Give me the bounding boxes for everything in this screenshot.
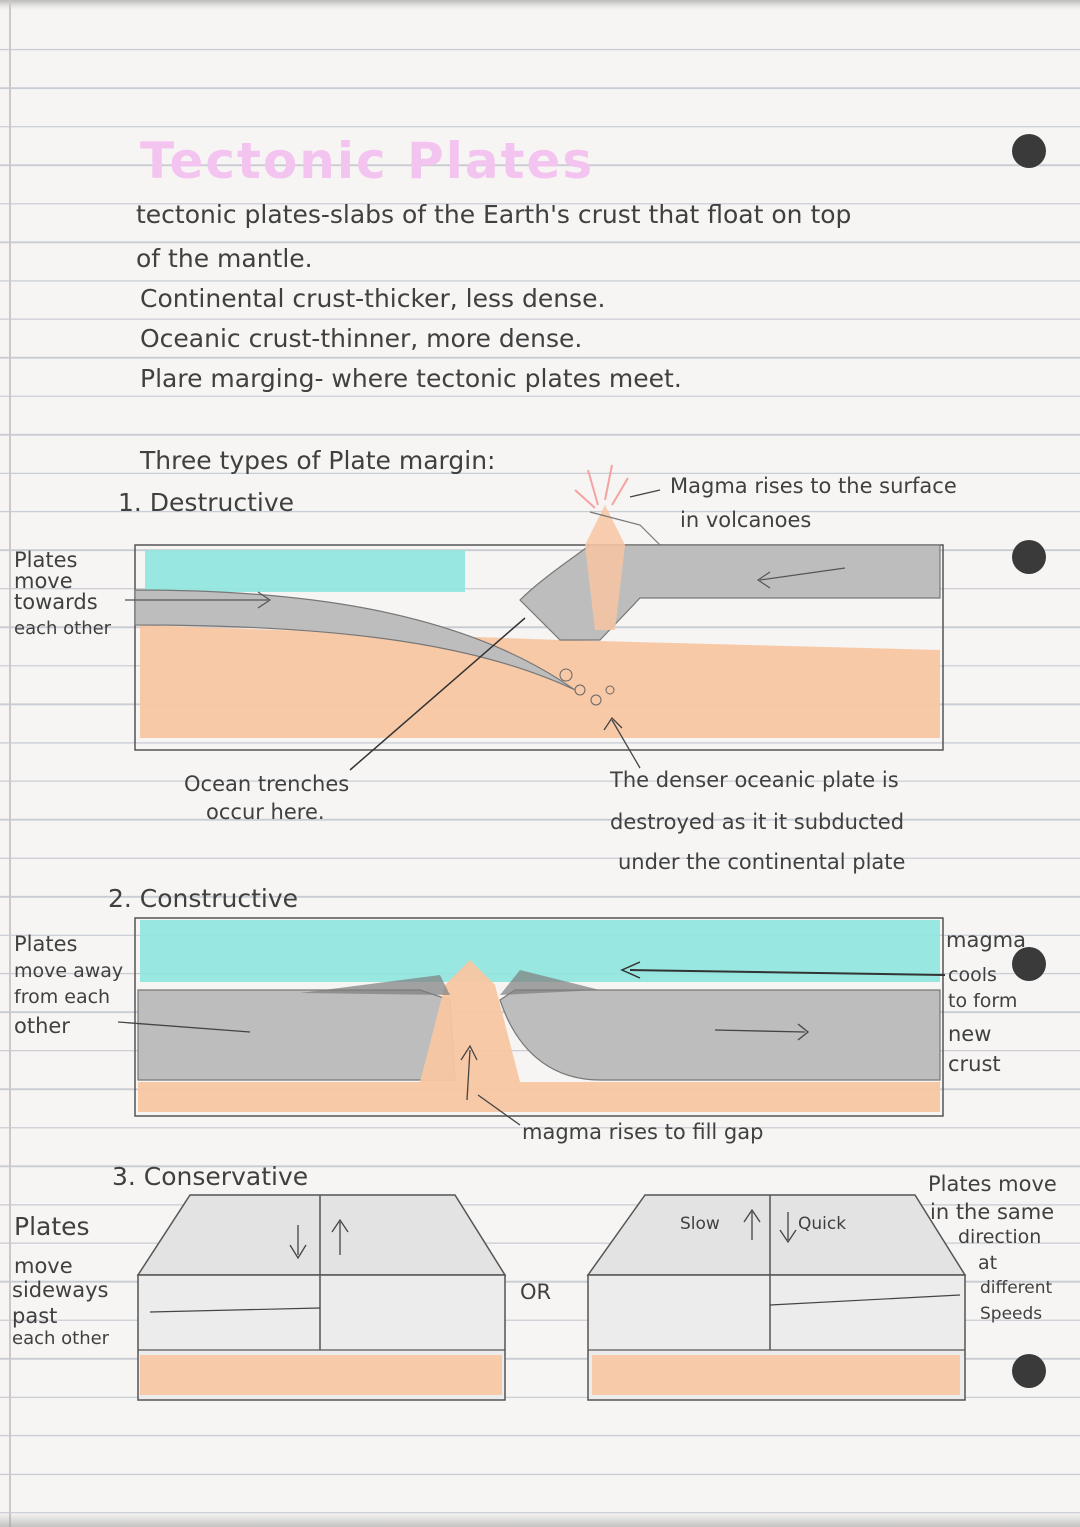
conservative-right-note-6: Speeds: [980, 1304, 1043, 1324]
intro-line-1: tectonic plates-slabs of the Earth's cru…: [136, 200, 852, 229]
magma-label-1: Magma rises to the surface: [670, 474, 957, 498]
punch-hole-2: [1012, 540, 1046, 574]
quick-label: Quick: [798, 1214, 847, 1234]
intro-line-3: Continental crust-thicker, less dense.: [140, 284, 606, 313]
page-top-edge: [0, 0, 1080, 10]
intro-line-2: of the mantle.: [136, 244, 313, 273]
punch-hole-1: [1012, 134, 1046, 168]
conservative-note-3: sideways: [12, 1278, 109, 1302]
gap-label: magma rises to fill gap: [522, 1120, 764, 1144]
magma-label-2: in volcanoes: [680, 508, 812, 532]
destructive-note-4: each other: [14, 618, 112, 639]
constructive-note-3: from each: [14, 986, 111, 1008]
intro-line-5: Plare marging- where tectonic plates mee…: [140, 364, 682, 393]
slow-label: Slow: [680, 1214, 720, 1234]
destructive-note-2: move: [14, 569, 73, 593]
conservative-note-5: each other: [12, 1328, 110, 1349]
destructive-diagram: [125, 464, 944, 771]
conservative-note-4: past: [12, 1304, 58, 1328]
conservative-right-note-2: in the same: [930, 1200, 1055, 1224]
destructive-note-3: towards: [14, 590, 98, 614]
punch-hole-4: [1012, 1354, 1046, 1388]
intro-line-4: Oceanic crust-thinner, more dense.: [140, 324, 583, 353]
constructive-right-note-2: cools: [948, 964, 997, 986]
constructive-right-note-1: magma: [946, 928, 1026, 952]
conservative-diagram-1: [136, 1194, 507, 1401]
conservative-diagram-2: [586, 1194, 967, 1401]
oceanic-label-1: The denser oceanic plate is: [610, 768, 899, 792]
oceanic-label-2: destroyed as it it subducted: [610, 810, 905, 834]
conservative-right-note-3: direction: [958, 1226, 1042, 1248]
constructive-right-note-5: crust: [948, 1052, 1001, 1076]
conservative-right-note-1: Plates move: [928, 1172, 1057, 1196]
conservative-heading: 3. Conservative: [112, 1162, 309, 1191]
constructive-diagram: [117, 917, 946, 1126]
conservative-right-note-4: at: [978, 1252, 998, 1274]
conservative-right-note-5: different: [980, 1278, 1053, 1298]
page-title: Tectonic Plates: [140, 132, 595, 190]
conservative-note-1: Plates: [14, 1212, 90, 1241]
constructive-right-note-3: to form: [948, 990, 1018, 1012]
destructive-heading: 1. Destructive: [118, 488, 295, 517]
constructive-note-1: Plates: [14, 932, 78, 956]
oceanic-label-3: under the continental plate: [618, 850, 906, 874]
constructive-right-note-4: new: [948, 1022, 992, 1046]
types-heading: Three types of Plate margin:: [140, 446, 496, 475]
destructive-note-1: Plates: [14, 548, 78, 572]
punch-hole-3: [1012, 947, 1046, 981]
margin-line: [9, 0, 11, 1527]
trench-label-2: occur here.: [206, 800, 325, 824]
trench-label-1: Ocean trenches: [184, 772, 350, 796]
constructive-heading: 2. Constructive: [108, 884, 299, 913]
conservative-note-2: move: [14, 1254, 73, 1278]
page-bottom-edge: [0, 1513, 1080, 1527]
or-label: OR: [520, 1280, 552, 1304]
constructive-note-4: other: [14, 1014, 70, 1038]
constructive-note-2: move away: [14, 960, 124, 982]
